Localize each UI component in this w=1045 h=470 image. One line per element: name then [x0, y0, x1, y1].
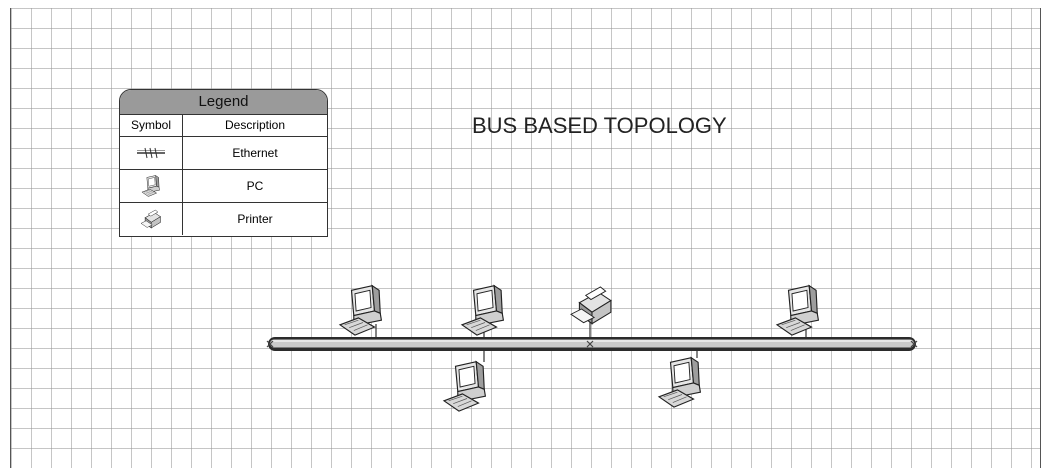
legend-desc-pc: PC [246, 179, 264, 193]
pc-node-1 [339, 285, 382, 336]
pc-node-5 [658, 357, 701, 408]
legend-col-description: Description [224, 118, 286, 132]
printer-node [570, 286, 612, 325]
legend-row-printer: Printer [120, 203, 327, 235]
legend-desc-printer: Printer [237, 212, 273, 226]
legend-row-pc: PC [120, 170, 327, 203]
legend-col-symbol: Symbol [120, 115, 183, 136]
printer-icon [120, 203, 183, 235]
pc-node-4 [443, 361, 486, 412]
pc-node-3 [776, 285, 819, 336]
diagram-title: BUS BASED TOPOLOGY [472, 113, 727, 138]
legend-desc-ethernet: Ethernet [232, 146, 278, 160]
legend-header-row: Symbol Description [120, 115, 327, 137]
ethernet-icon [120, 137, 183, 169]
legend-table: Legend Symbol Description Ethernet PC [119, 89, 328, 237]
legend-row-ethernet: Ethernet [120, 137, 327, 170]
grid-canvas [10, 8, 1041, 468]
pc-node-2 [461, 285, 504, 336]
pc-icon [120, 170, 183, 202]
ethernet-bus [266, 337, 918, 351]
legend-heading: Legend [120, 90, 327, 115]
